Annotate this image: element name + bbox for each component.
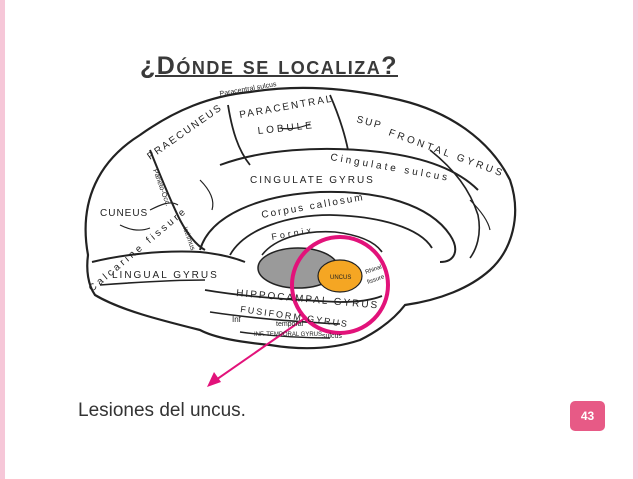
caption-text: Lesiones del uncus.	[78, 400, 246, 421]
label-sulcus: sulcus	[322, 333, 342, 340]
label-parieto-occ: Parieto-Occ.	[151, 168, 171, 207]
label-temporal: temporal	[276, 321, 304, 328]
label-inf: Inf	[232, 315, 242, 324]
label-sup: SUP	[355, 114, 384, 132]
label-inf-temporal-gyrus: INF. TEMPORAL GYRUS	[254, 332, 322, 338]
calcarine-fissure-line	[91, 250, 246, 263]
label-uncus: UNCUS	[330, 275, 351, 281]
label-rhinal: Rhinal	[365, 264, 383, 275]
label-lobule: LOBULE	[257, 120, 315, 137]
label-isthmus: isthmus	[181, 226, 196, 252]
inferior-temporal-line	[239, 331, 331, 339]
frontal-lobe-line	[429, 149, 481, 259]
pointer-arrow-head	[207, 372, 221, 387]
parieto-occipital-sulcus	[149, 149, 206, 251]
cingulate-sulcus-line	[219, 147, 479, 191]
sulcus-branch-4	[469, 199, 491, 231]
label-paracentral: PARACENTRAL	[239, 94, 335, 121]
highlight-circle	[290, 235, 390, 335]
page-number-badge: 43	[570, 401, 605, 431]
paracentral-right-line	[329, 94, 349, 151]
corpus-callosum-inner	[229, 214, 433, 256]
sulcus-branch-3	[119, 224, 151, 231]
uncus-region	[317, 259, 363, 293]
label-cingulate-gyrus: CINGULATE GYRUS	[250, 175, 375, 186]
slide-title: ¿Dónde se localiza?	[140, 52, 398, 80]
right-frame-border	[633, 0, 638, 479]
label-fornix: Fornix	[271, 225, 315, 242]
corpus-callosum-outer	[199, 190, 457, 263]
sulcus-branch-1	[149, 202, 179, 211]
hippocampal-line	[204, 289, 383, 303]
fornix-line	[261, 230, 383, 256]
lingual-line	[99, 279, 206, 286]
paracentral-lobule-line	[227, 104, 251, 166]
sulcus-branch-5	[279, 123, 311, 130]
label-praecuneus: PRAECUNEUS	[145, 102, 225, 162]
label-lingual-gyrus: LINGUAL GYRUS	[112, 270, 219, 281]
label-cuneus: CUNEUS	[100, 208, 148, 219]
collateral-sulcus-line	[209, 311, 341, 325]
sulcus-branch-2	[199, 179, 214, 211]
left-frame-border	[0, 0, 5, 479]
pointer-arrow-line	[212, 317, 306, 383]
brain-outline	[84, 86, 517, 350]
label-fissure: fissure	[367, 274, 386, 286]
